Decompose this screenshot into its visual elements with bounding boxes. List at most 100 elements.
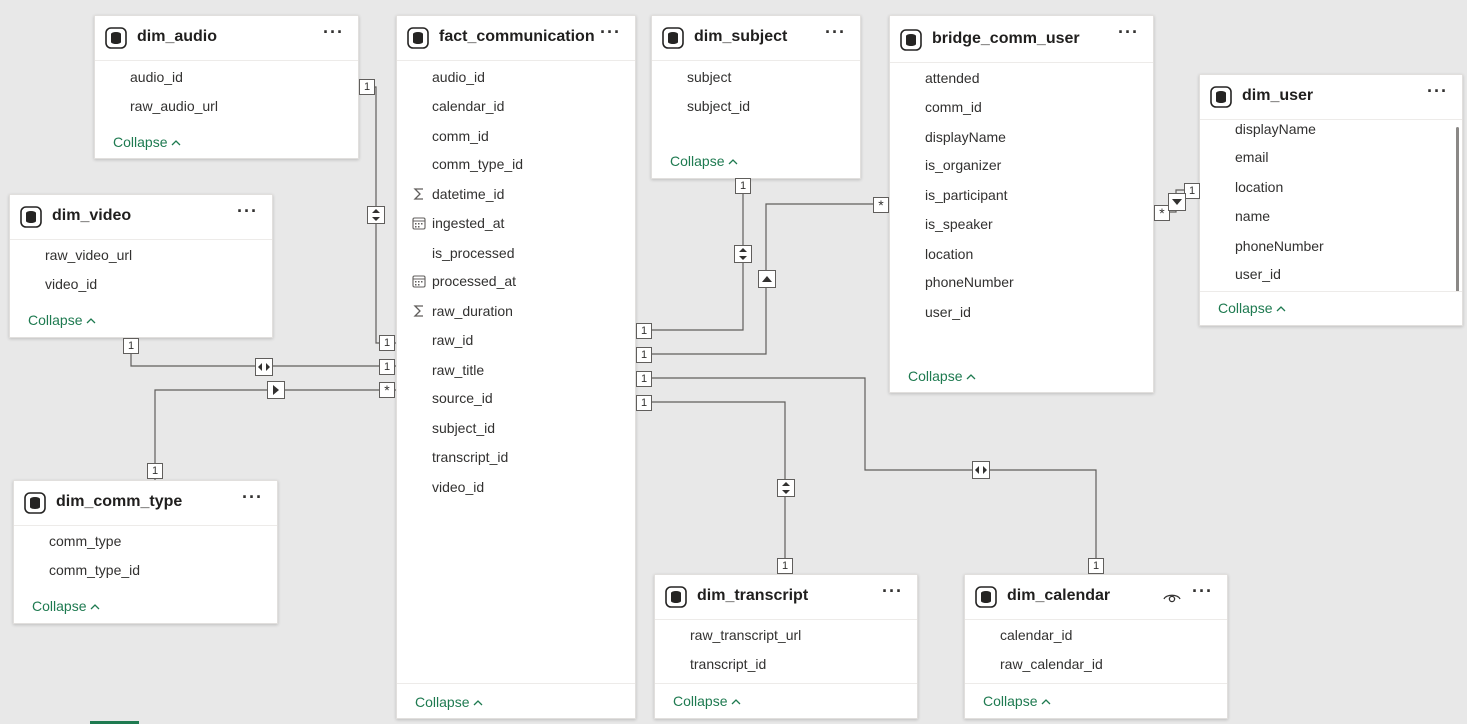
more-options-button[interactable]: ··· (600, 22, 621, 42)
bidirectional-horizontal-arrow-icon[interactable] (255, 358, 273, 376)
field-location[interactable]: location (1235, 179, 1284, 195)
field-attended[interactable]: attended (925, 70, 980, 86)
down-arrow-icon[interactable] (1168, 193, 1186, 211)
field-name[interactable]: name (1235, 208, 1271, 224)
field-comm-type-id[interactable]: comm_type_id (432, 156, 524, 172)
field-subject[interactable]: subject (687, 69, 732, 85)
table-card-bridge-comm-user[interactable]: bridge_comm_user ··· attended comm_id di… (889, 15, 1154, 393)
field-comm-type[interactable]: comm_type (49, 533, 122, 549)
table-header[interactable]: dim_transcript ··· (655, 575, 917, 620)
scrollbar[interactable] (1456, 127, 1459, 292)
more-options-button[interactable]: ··· (1192, 581, 1213, 601)
more-options-button[interactable]: ··· (323, 22, 344, 42)
field-transcript-id[interactable]: transcript_id (690, 656, 767, 672)
field-raw-title[interactable]: raw_title (432, 362, 485, 378)
table-card-dim-subject[interactable]: dim_subject ··· subject subject_id Colla… (651, 15, 861, 179)
table-card-dim-video[interactable]: dim_video ··· raw_video_url video_id Col… (9, 194, 273, 338)
table-header[interactable]: dim_subject ··· (652, 16, 860, 61)
field-phone-number[interactable]: phoneNumber (925, 274, 1014, 290)
visibility-eye-icon[interactable] (1163, 590, 1181, 604)
field-datetime-id[interactable]: datetime_id (413, 186, 504, 202)
field-audio-id[interactable]: audio_id (130, 69, 183, 85)
more-options-button[interactable]: ··· (1118, 22, 1139, 42)
field-is-processed[interactable]: is_processed (432, 245, 515, 261)
field-comm-id[interactable]: comm_id (432, 128, 489, 144)
field-display-name[interactable]: displayName (925, 129, 1006, 145)
field-raw-audio-url[interactable]: raw_audio_url (130, 98, 218, 114)
field-video-id[interactable]: video_id (432, 479, 485, 495)
collapse-button[interactable]: Collapse (670, 153, 738, 169)
cardinality-one-label[interactable]: 1 (636, 395, 652, 411)
field-user-id[interactable]: user_id (925, 304, 971, 320)
field-subject-id[interactable]: subject_id (432, 420, 496, 436)
cardinality-one-label[interactable]: 1 (359, 79, 375, 95)
cardinality-one-label[interactable]: 1 (123, 338, 139, 354)
field-is-participant[interactable]: is_participant (925, 187, 1008, 203)
active-page-tab-indicator[interactable] (90, 721, 139, 724)
cardinality-many-label[interactable]: * (1154, 205, 1170, 221)
right-arrow-icon[interactable] (267, 381, 285, 399)
field-is-organizer[interactable]: is_organizer (925, 157, 1002, 173)
cardinality-one-label[interactable]: 1 (379, 335, 395, 351)
table-header[interactable]: dim_comm_type ··· (14, 481, 277, 526)
field-video-id[interactable]: video_id (45, 276, 98, 292)
collapse-button[interactable]: Collapse (32, 598, 100, 614)
field-display-name[interactable]: displayName (1235, 121, 1316, 137)
field-user-id[interactable]: user_id (1235, 266, 1281, 282)
table-card-dim-user[interactable]: dim_user ··· displayName email location … (1199, 74, 1463, 326)
cardinality-one-label[interactable]: 1 (1184, 183, 1200, 199)
table-header[interactable]: dim_audio ··· (95, 16, 358, 61)
field-subject-id[interactable]: subject_id (687, 98, 751, 114)
field-email[interactable]: email (1235, 149, 1269, 165)
bidirectional-vertical-arrow-icon[interactable] (734, 245, 752, 263)
table-card-dim-audio[interactable]: dim_audio ··· audio_id raw_audio_url Col… (94, 15, 359, 159)
field-phone-number[interactable]: phoneNumber (1235, 238, 1324, 254)
table-header[interactable]: dim_user ··· (1200, 75, 1462, 120)
field-raw-transcript-url[interactable]: raw_transcript_url (690, 627, 802, 643)
field-calendar-id[interactable]: calendar_id (432, 98, 505, 114)
cardinality-many-label[interactable]: * (379, 382, 395, 398)
table-header[interactable]: fact_communication ··· (397, 16, 635, 61)
field-transcript-id[interactable]: transcript_id (432, 449, 509, 465)
field-is-speaker[interactable]: is_speaker (925, 216, 993, 232)
cardinality-many-label[interactable]: * (873, 197, 889, 213)
table-card-dim-transcript[interactable]: dim_transcript ··· raw_transcript_url tr… (654, 574, 918, 719)
collapse-button[interactable]: Collapse (28, 312, 96, 328)
cardinality-one-label[interactable]: 1 (147, 463, 163, 479)
bidirectional-vertical-arrow-icon[interactable] (367, 206, 385, 224)
field-processed-at[interactable]: processed_at (412, 273, 516, 289)
collapse-button[interactable]: Collapse (908, 368, 976, 384)
table-header[interactable]: dim_calendar ··· (965, 575, 1227, 620)
more-options-button[interactable]: ··· (237, 201, 258, 221)
table-card-fact-communication[interactable]: fact_communication ··· audio_id calendar… (396, 15, 636, 719)
field-ingested-at[interactable]: ingested_at (412, 215, 504, 231)
up-arrow-icon[interactable] (758, 270, 776, 288)
collapse-button[interactable]: Collapse (673, 693, 741, 709)
cardinality-one-label[interactable]: 1 (636, 347, 652, 363)
cardinality-one-label[interactable]: 1 (777, 558, 793, 574)
collapse-button[interactable]: Collapse (1218, 300, 1286, 316)
bidirectional-vertical-arrow-icon[interactable] (777, 479, 795, 497)
cardinality-one-label[interactable]: 1 (735, 178, 751, 194)
more-options-button[interactable]: ··· (1427, 81, 1448, 101)
more-options-button[interactable]: ··· (825, 22, 846, 42)
cardinality-one-label[interactable]: 1 (636, 323, 652, 339)
field-raw-video-url[interactable]: raw_video_url (45, 247, 133, 263)
table-card-dim-calendar[interactable]: dim_calendar ··· calendar_id raw_calenda… (964, 574, 1228, 719)
field-comm-type-id[interactable]: comm_type_id (49, 562, 141, 578)
collapse-button[interactable]: Collapse (983, 693, 1051, 709)
cardinality-one-label[interactable]: 1 (379, 359, 395, 375)
field-source-id[interactable]: source_id (432, 390, 493, 406)
more-options-button[interactable]: ··· (242, 487, 263, 507)
collapse-button[interactable]: Collapse (113, 134, 181, 150)
field-location[interactable]: location (925, 246, 974, 262)
field-raw-calendar-id[interactable]: raw_calendar_id (1000, 656, 1103, 672)
collapse-button[interactable]: Collapse (415, 694, 483, 710)
table-header[interactable]: bridge_comm_user ··· (890, 16, 1153, 63)
field-calendar-id[interactable]: calendar_id (1000, 627, 1073, 643)
field-raw-id[interactable]: raw_id (432, 332, 474, 348)
table-header[interactable]: dim_video ··· (10, 195, 272, 240)
more-options-button[interactable]: ··· (882, 581, 903, 601)
cardinality-one-label[interactable]: 1 (1088, 558, 1104, 574)
field-audio-id[interactable]: audio_id (432, 69, 485, 85)
